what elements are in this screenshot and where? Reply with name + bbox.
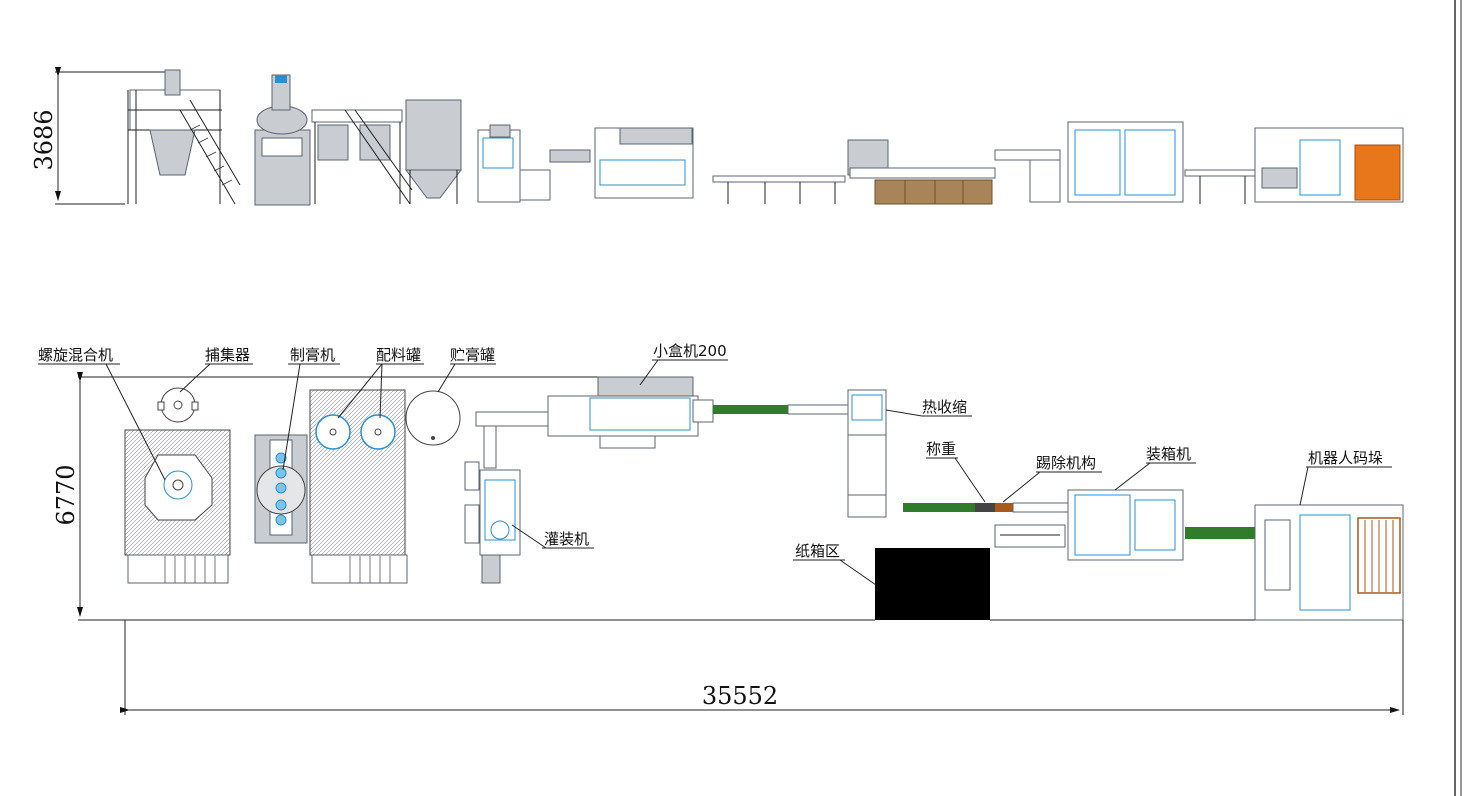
storage-tank-elevation: [405, 99, 462, 204]
palletizer-plan: [1254, 504, 1404, 621]
depth-dimension-text: 6770: [52, 464, 80, 525]
label-storage-tank: 贮膏罐: [450, 346, 495, 364]
filling-machine-plan: [464, 411, 597, 584]
conveyor-to-weigher: [903, 503, 975, 512]
length-dimension-text: 35552: [702, 682, 778, 710]
carton-machine-plan: [547, 376, 714, 449]
height-dimension: 3686: [30, 67, 172, 205]
label-carton-area: 纸箱区: [795, 542, 840, 560]
palletizer-elevation: [1254, 127, 1404, 203]
batching-tanks-plan: [309, 389, 408, 584]
label-weighing: 称重: [926, 440, 956, 458]
label-batching-tank: 配料罐: [376, 346, 421, 364]
label-spiral-mixer: 螺旋混合机: [38, 346, 113, 364]
label-collector: 捕集器: [205, 346, 250, 364]
heat-shrink-elevation: [847, 139, 996, 205]
carton-boxes: [874, 179, 993, 205]
label-case-packer: 装箱机: [1146, 445, 1191, 463]
elevation-view: 3686: [30, 67, 1404, 206]
leaders: [38, 359, 1392, 586]
batching-tanks-elevation: [311, 109, 413, 205]
reject-unit: [995, 503, 1013, 512]
spiral-mixer-plan: [124, 429, 231, 584]
depth-dimension: 6770: [52, 372, 83, 617]
label-heat-shrink: 热收缩: [922, 398, 967, 416]
sheet-border: [1454, 0, 1462, 796]
heat-shrink-plan: [847, 389, 887, 518]
label-carton-machine: 小盒机200: [653, 342, 727, 360]
mixer-elevation: [127, 69, 241, 205]
paste-maker-plan: [254, 434, 308, 544]
plan-view: 6770: [38, 342, 1404, 715]
length-dimension: 35552: [120, 620, 1404, 715]
paste-maker-elevation: [254, 74, 311, 206]
carton-area: [875, 548, 990, 620]
case-packer-plan: [994, 489, 1184, 561]
label-reject-mech: 踢除机构: [1036, 454, 1096, 472]
height-dimension-text: 3686: [30, 109, 58, 170]
conveyor-to-shrink: [713, 405, 788, 414]
filling-carton-elevation: [477, 124, 694, 203]
storage-tank-plan: [405, 390, 461, 446]
label-robot-palletizer: 机器人码垛: [1308, 449, 1383, 467]
label-filling-machine: 灌装机: [544, 530, 589, 548]
conveyor-to-palletizer: [1185, 527, 1255, 539]
collector-plan: [157, 387, 199, 423]
label-paste-maker: 制膏机: [290, 346, 335, 364]
case-packer-elevation: [994, 121, 1256, 204]
conveyor-elevation: [712, 175, 846, 204]
weigher-unit: [975, 503, 995, 512]
pallet-load: [1354, 144, 1401, 201]
